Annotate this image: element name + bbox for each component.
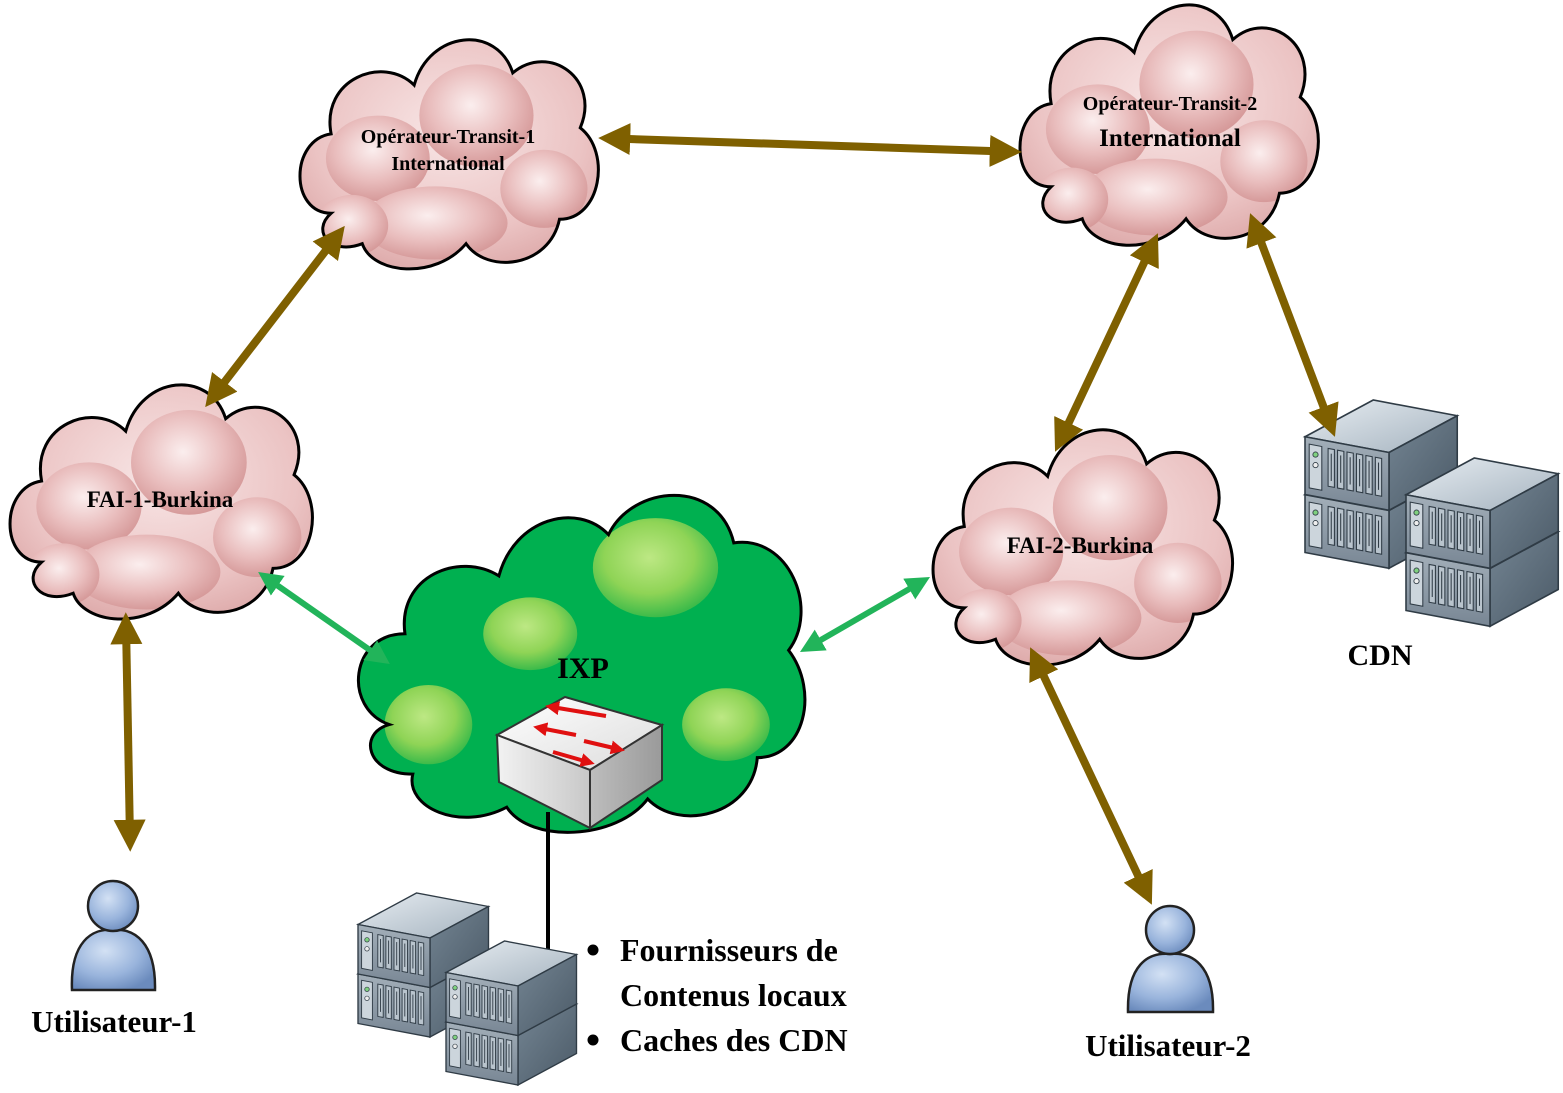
list-item-local-content-line1: Fournisseurs de <box>620 932 838 968</box>
server-led <box>1312 509 1319 516</box>
server-button <box>1413 520 1420 527</box>
user-body <box>1126 952 1215 1014</box>
link-transit1-fai1 <box>205 225 345 408</box>
fai-1-label: FAI-1-Burkina <box>87 487 234 512</box>
ixp-label: IXP <box>557 652 609 685</box>
link-fai2-ixp <box>799 577 931 652</box>
server-led <box>1413 509 1420 516</box>
cdn-label: CDN <box>1348 639 1413 672</box>
link-transit2-cdn <box>1246 213 1339 437</box>
transit-1-label-line1: Opérateur-Transit-1 <box>361 126 535 148</box>
link-fai1-ixp <box>258 572 390 664</box>
user-head <box>1144 904 1196 956</box>
server-led <box>364 937 370 943</box>
transit-2-label-line1: Opérateur-Transit-2 <box>1083 93 1257 115</box>
switch-side-face <box>589 723 663 830</box>
switch-arrow <box>583 739 625 755</box>
switch-arrow <box>533 722 577 737</box>
server-led <box>452 1034 458 1040</box>
user-2-icon <box>1126 904 1215 1014</box>
server-icon <box>1302 399 1460 512</box>
server-led <box>452 985 458 991</box>
switch-icon <box>494 695 665 830</box>
link-fai2-user2 <box>1029 647 1153 905</box>
fai-2-label: FAI-2-Burkina <box>1007 533 1154 558</box>
server-button <box>1312 520 1319 527</box>
list-item-local-content-line2: Contenus locaux <box>620 977 847 1013</box>
server-button <box>452 1043 458 1049</box>
list-item-cdn-caches: Caches des CDN <box>620 1022 848 1058</box>
server-icon <box>443 940 579 1037</box>
link-transit2-fai2 <box>1054 233 1159 452</box>
server-icon <box>1403 457 1561 570</box>
list-bullet <box>587 1034 599 1046</box>
user-2-label: Utilisateur-2 <box>1085 1028 1251 1063</box>
server-led <box>1413 567 1420 574</box>
user-1-label: Utilisateur-1 <box>31 1004 197 1039</box>
link-fai1-user1 <box>110 612 146 852</box>
link-transit1-transit2 <box>598 123 1022 167</box>
transit-1-label-line2: International <box>391 153 505 175</box>
server-button <box>1312 462 1319 469</box>
ixp-services-list: Fournisseurs de Contenus locaux Caches d… <box>587 932 848 1058</box>
local-server-cluster <box>355 892 579 1087</box>
server-button <box>1413 578 1420 585</box>
user-body <box>70 928 157 992</box>
server-button <box>364 946 370 952</box>
user-head <box>86 879 140 933</box>
list-bullet <box>587 944 599 956</box>
server-button <box>452 994 458 1000</box>
user-1-icon <box>70 879 157 992</box>
server-led <box>364 986 370 992</box>
server-icon <box>355 892 491 989</box>
server-led <box>1312 451 1319 458</box>
switch-arrow <box>545 701 607 718</box>
cdn-server-cluster <box>1302 399 1561 628</box>
server-button <box>364 995 370 1001</box>
transit-2-label-line2: International <box>1099 125 1241 152</box>
switch-arrow <box>552 750 595 767</box>
